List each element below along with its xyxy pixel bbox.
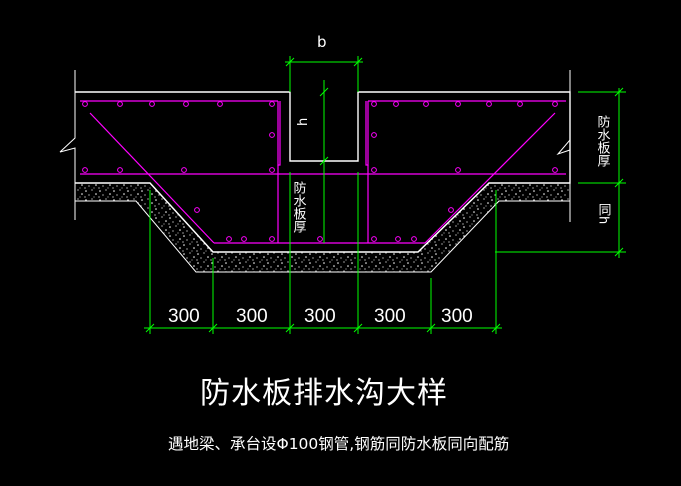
slab-thickness-label-right: 防水板厚 (595, 114, 611, 167)
drawing-note: 遇地梁、承台设Φ100钢管,钢筋同防水板同向配筋 (168, 435, 510, 453)
left-stirrup-rebar (277, 101, 281, 166)
diagonal-rebar-right (424, 112, 556, 244)
dimension-300-3: 300 (304, 306, 336, 327)
break-line-right (556, 70, 571, 222)
diagonal-rebar-left (89, 112, 215, 244)
drawing-title: 防水板排水沟大样 (200, 376, 448, 411)
break-line-left (59, 70, 76, 220)
top-width-label: b (317, 33, 327, 51)
dimension-300-1: 300 (168, 306, 200, 327)
depth-label: h (296, 118, 311, 126)
dimension-300-4: 300 (374, 306, 406, 327)
dimension-lines (144, 56, 626, 334)
dimension-300-5: 300 (441, 306, 473, 327)
right-stirrup-rebar (365, 101, 369, 166)
same-h-label: 同h (596, 203, 611, 224)
rebar-dots (82, 101, 558, 242)
rebar (80, 100, 566, 244)
slab-thickness-label-center: 防水板厚 (291, 180, 307, 233)
dimension-300-2: 300 (236, 306, 268, 327)
